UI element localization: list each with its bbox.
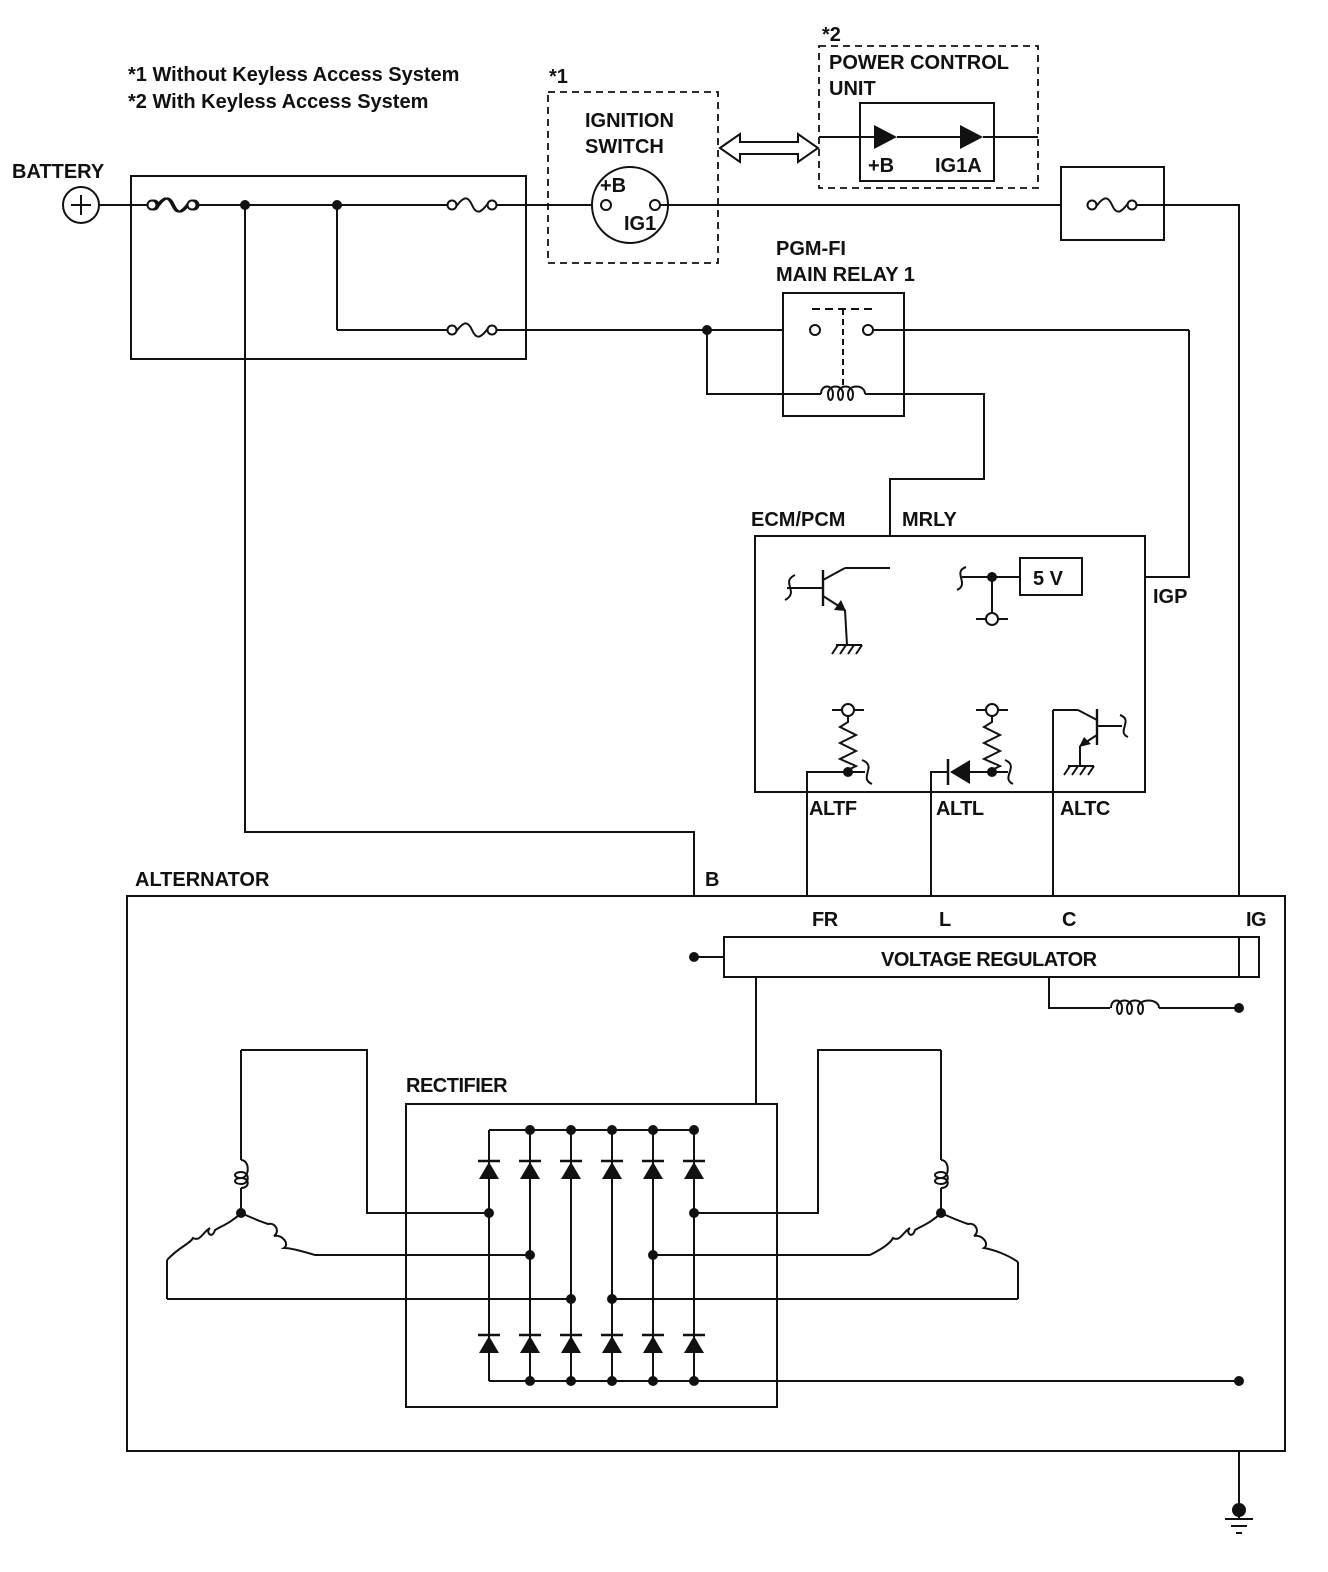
pgm-fi-fuse <box>446 322 498 338</box>
battery-label: BATTERY <box>12 161 105 183</box>
main-relay-label-1: PGM-FI <box>776 238 846 260</box>
ecm-label: ECM/PCM <box>751 509 845 531</box>
field-coil-icon <box>1110 999 1160 1015</box>
alternator-terminal-l: L <box>939 909 951 931</box>
altf-pullup-resistor-icon <box>837 716 859 771</box>
supply-5v-label: 5 V <box>1033 568 1064 590</box>
ignition-switch-box <box>547 91 719 264</box>
pcu-arrow-b-icon <box>874 125 897 149</box>
ignition-fuse <box>446 197 498 213</box>
chassis-ground-icon <box>1225 1503 1253 1534</box>
relay-contact-icon <box>809 308 876 388</box>
ignition-switch-label-2: SWITCH <box>585 136 664 158</box>
double-arrow-icon <box>718 132 820 164</box>
rectifier-label: RECTIFIER <box>406 1075 508 1097</box>
altl-label: ALTL <box>936 798 984 820</box>
alternator-terminal-fr: FR <box>812 909 839 931</box>
power-control-unit-box <box>818 45 1039 189</box>
pcu-arrow-ig1a-icon <box>960 125 983 149</box>
right-stator-winding-icon <box>612 1049 1019 1300</box>
mrly-ground-icon <box>831 644 863 655</box>
pcu-label-2: UNIT <box>829 78 876 100</box>
left-stator-winding-icon <box>166 1049 571 1300</box>
note-with-keyless: *2 With Keyless Access System <box>128 91 428 113</box>
mark-1: *1 <box>549 66 568 88</box>
altl-pullup-resistor-icon <box>981 716 1003 771</box>
ecm-box <box>754 535 1146 793</box>
altc-ground-icon <box>1063 765 1095 776</box>
pcu-label-1: POWER CONTROL <box>829 52 1009 74</box>
pcu-terminal-ig1a: IG1A <box>935 155 982 177</box>
pcu-terminal-b: +B <box>868 155 894 177</box>
altc-label: ALTC <box>1060 798 1110 820</box>
ig-fuse-box <box>1060 166 1165 241</box>
ignition-terminal-b: +B <box>600 175 626 197</box>
igp-label: IGP <box>1153 586 1187 608</box>
alternator-terminal-ig: IG <box>1246 909 1266 931</box>
relay-coil-icon <box>820 385 866 401</box>
regulated-5v-box <box>1019 557 1083 596</box>
alternator-terminal-c: C <box>1062 909 1076 931</box>
battery-positive-icon <box>62 186 100 224</box>
main-relay-label-2: MAIN RELAY 1 <box>776 264 915 286</box>
main-fuse <box>146 197 198 213</box>
mrly-transistor-icon <box>784 567 890 646</box>
note-without-keyless: *1 Without Keyless Access System <box>128 64 459 86</box>
ignition-terminal-ig1: IG1 <box>624 213 656 235</box>
ig-fuse <box>1086 197 1138 213</box>
altc-transistor-icon <box>1053 709 1129 766</box>
altf-label: ALTF <box>809 798 857 820</box>
alternator-terminal-b: B <box>705 869 719 891</box>
alternator-label: ALTERNATOR <box>135 869 270 891</box>
mark-2: *2 <box>822 24 841 46</box>
ignition-switch-label-1: IGNITION <box>585 110 674 132</box>
voltage-regulator-label: VOLTAGE REGULATOR <box>881 949 1098 971</box>
ecm-mrly-label: MRLY <box>902 509 957 531</box>
